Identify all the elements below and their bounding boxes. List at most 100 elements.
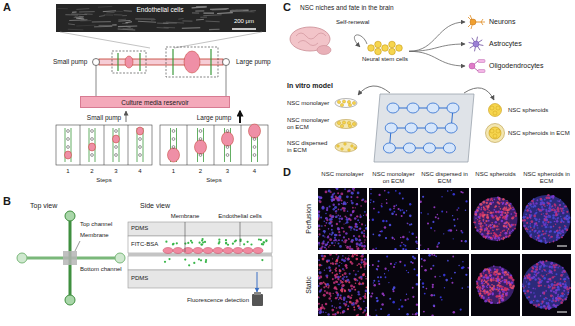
fluorescence-image [494,274,496,276]
fluorescence-image [336,223,338,225]
fluorescence-image [443,233,444,234]
fluorescence-image [537,227,538,228]
fluorescence-image [479,223,480,224]
fluorescence-image [338,256,340,258]
fluorescence-image [349,296,352,299]
cell-texture [178,18,183,20]
fluorescence-image [339,245,342,248]
fluorescence-image [338,265,340,267]
fluorescence-image [528,297,529,298]
direction-arrow [126,111,127,122]
fluorescence-image [542,292,545,295]
zoom-lines [60,32,262,48]
fluorescence-image [498,211,501,214]
cell-texture [157,27,169,29]
fluorescence-image [402,198,404,200]
culture-dish [351,145,354,148]
fluorescence-image [562,299,564,301]
fluorescence-image [369,315,371,316]
fitc-dot [202,241,204,243]
side-view-chip [128,270,272,288]
fluorescence-image [488,297,490,299]
fluorescence-image [454,225,456,227]
fluorescence-image [549,278,551,280]
fitc-dot [227,244,229,246]
fluorescence-image [435,216,437,218]
fluorescence-image [561,236,563,238]
fluorescence-image [327,241,329,243]
fluorescence-image [343,241,344,242]
microscope-image [56,4,266,32]
fitc-dot [232,243,234,245]
fluorescence-image [471,188,520,250]
fluorescence-image [539,209,541,211]
spheroid-icon [486,104,505,143]
fluorescence-image [357,192,360,195]
fluorescence-image [536,199,538,201]
fluorescence-image [330,295,332,297]
fluorescence-image [346,276,348,278]
fluorescence-image [478,290,480,292]
fluorescence-image [493,232,495,234]
fluorescence-image [362,273,365,276]
fluorescence-image [400,299,401,300]
fluorescence-image [503,207,506,210]
fluorescence-image [510,213,512,215]
spheroid-icon [496,106,500,110]
large-pump-steps [253,154,256,157]
fluorescence-image [497,275,499,277]
fluorescence-image [376,268,378,270]
fluorescence-image [317,187,571,317]
fluorescence-image [326,277,328,279]
fluorescence-image [530,220,533,223]
fluorescence-image [341,239,343,241]
fluorescence-image [542,221,544,223]
fluorescence-image [501,220,503,222]
fluorescence-image [557,208,560,211]
fluorescence-image [544,199,546,201]
fluorescence-image [550,230,552,232]
fluorescence-image [357,264,358,265]
fluorescence-image [561,292,564,295]
fluorescence-image [493,212,495,214]
fluorescence-image [322,311,324,313]
fluorescence-image [382,220,385,223]
fluorescence-image [456,209,458,211]
fluorescence-image [477,207,479,209]
fluorescence-image [494,199,496,201]
fluorescence-image [339,306,342,309]
fluorescence-image [451,190,452,191]
fluorescence-image [331,225,333,227]
fluorescence-image [493,285,495,287]
fluorescence-image [480,228,483,231]
fluorescence-image [556,239,558,241]
fluorescence-image [489,292,491,294]
cell-texture [196,6,207,7]
fluorescence-image [540,202,542,204]
fluorescence-image [447,230,449,232]
fluorescence-image [532,206,534,208]
culture-dish [340,124,343,127]
fluorescence-image [332,216,334,218]
fluorescence-image [504,280,506,282]
fluorescence-image [503,223,505,225]
direction-arrow [126,111,240,123]
fluorescence-image [503,237,505,239]
top-view-chip [63,251,77,265]
fluorescence-image [497,303,498,304]
fluorescence-image [337,214,339,216]
fluorescence-image [369,188,418,250]
fluorescence-image [465,240,467,242]
culture-dish [337,100,357,151]
fluorescence-image [548,273,549,274]
fluorescence-image [490,237,492,239]
fluorescence-image [501,295,504,298]
fluorescence-image [342,274,344,276]
fluorescence-image [492,226,494,228]
cell-texture [118,25,137,27]
fluorescence-image [318,218,319,220]
fluorescence-image [486,291,489,294]
cell-texture [110,11,122,12]
fluorescence-image [351,202,354,205]
fluorescence-image [391,212,394,215]
